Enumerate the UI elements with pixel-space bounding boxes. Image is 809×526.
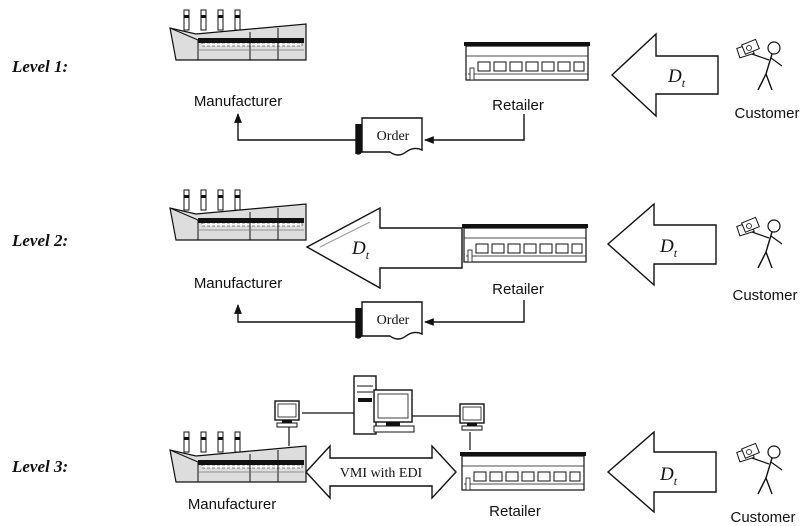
customer-icon [736,216,783,269]
vmi-label: VMI with EDI [340,466,423,481]
forwarded-demand-arrow [305,206,463,290]
demand-label: Dt [659,464,678,488]
order-flow-out [234,113,356,141]
factory-icon [169,431,307,483]
order-label: Order [377,313,410,328]
manufacturer-label: Manufacturer [188,496,276,513]
order-label: Order [377,129,410,144]
customer-icon [736,38,783,91]
demand-label: Dt [659,236,678,260]
order-flow-in [424,300,525,326]
level-label: Level 3: [11,457,68,476]
vmi-double-arrow [305,444,457,500]
manufacturer-label: Manufacturer [194,93,282,110]
level-1: Level 1: Manufacturer Retailer Dt Custom… [11,9,800,156]
demand-label: Dt [667,66,686,90]
level-2: Level 2: Manufacturer Dt Retailer Dt Cus… [11,189,798,340]
retailer-label: Retailer [489,503,541,520]
level-label: Level 2: [11,231,68,250]
computer-icon [459,403,485,431]
store-icon [461,223,589,263]
customer-icon [736,442,783,495]
store-icon [459,451,587,491]
computer-icon [274,400,300,428]
order-flow-out [234,304,356,323]
store-icon [463,41,591,81]
level-3: Level 3: Manufacturer VMI with EDI Retai… [11,375,796,526]
customer-label: Customer [732,287,797,304]
retailer-label: Retailer [492,281,544,298]
customer-label: Customer [734,105,799,122]
order-flow-in [424,114,525,144]
customer-label: Customer [730,509,795,526]
manufacturer-label: Manufacturer [194,275,282,292]
factory-icon [169,189,307,241]
retailer-label: Retailer [492,97,544,114]
level-label: Level 1: [11,57,68,76]
demand-arrow [610,32,719,118]
edi-network [288,412,471,450]
demand-arrow [606,202,717,287]
factory-icon [169,9,307,61]
server-icon [353,375,415,435]
demand-arrow [606,430,717,514]
demand-label: Dt [351,238,370,262]
